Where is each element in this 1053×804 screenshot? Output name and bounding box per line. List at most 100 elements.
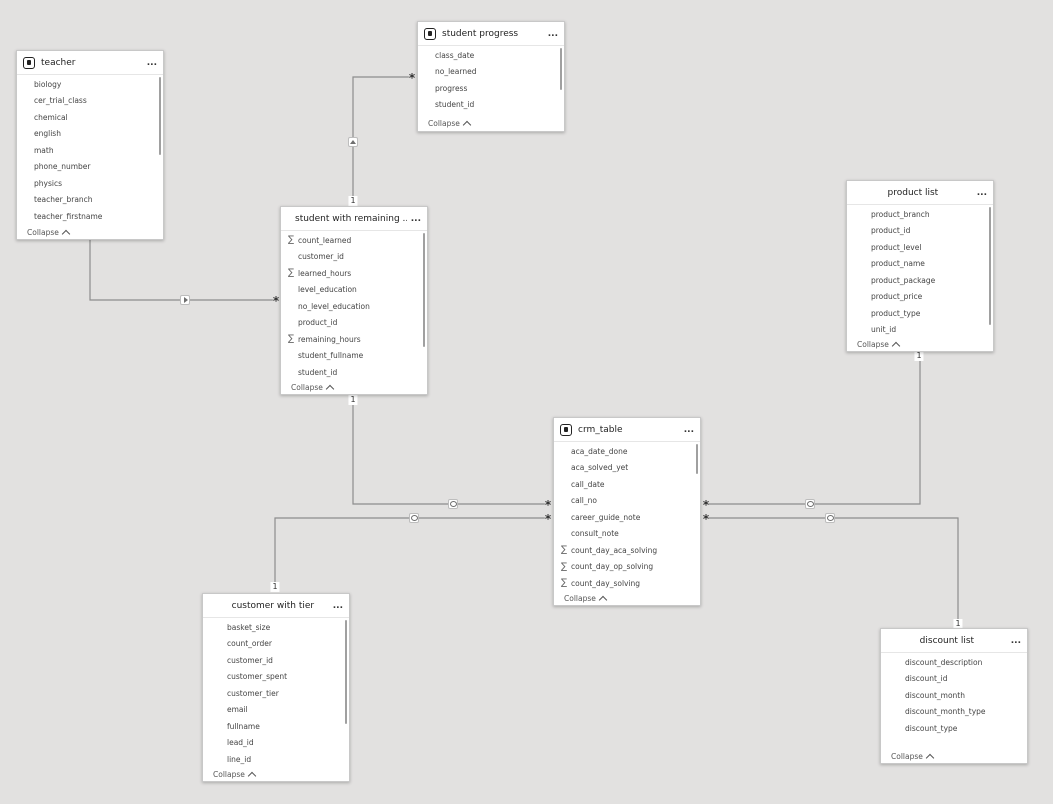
more-options-icon[interactable]: ... bbox=[332, 600, 343, 611]
field-row[interactable]: discount_id bbox=[897, 671, 1027, 688]
field-row[interactable]: customer_tier bbox=[219, 685, 349, 702]
more-options-icon[interactable]: ... bbox=[410, 213, 421, 224]
field-row[interactable]: basket_size bbox=[219, 619, 349, 636]
collapse-button[interactable]: Collapse bbox=[554, 590, 700, 606]
bidirectional-filter-icon[interactable] bbox=[805, 499, 815, 509]
field-row[interactable]: ∑remaining_hours bbox=[286, 331, 427, 348]
field-row[interactable]: line_id bbox=[219, 751, 349, 766]
field-row[interactable]: call_no bbox=[559, 493, 700, 510]
table-header[interactable]: student with remaining ... ... bbox=[281, 207, 427, 231]
field-row[interactable]: call_date bbox=[559, 476, 700, 493]
field-row[interactable]: lead_id bbox=[219, 735, 349, 752]
field-row[interactable]: count_order bbox=[219, 636, 349, 653]
field-row[interactable]: student_id bbox=[286, 364, 427, 379]
table-header[interactable]: discount list ... bbox=[881, 629, 1027, 653]
field-row[interactable]: progress bbox=[427, 80, 564, 97]
more-options-icon[interactable]: ... bbox=[146, 57, 157, 68]
field-row[interactable]: discount_type bbox=[897, 720, 1027, 737]
field-row[interactable]: no_level_education bbox=[286, 298, 427, 315]
more-options-icon[interactable]: ... bbox=[976, 187, 987, 198]
field-row[interactable]: product_id bbox=[286, 315, 427, 332]
field-row[interactable]: unit_id bbox=[863, 322, 993, 337]
filter-direction-arrow-icon[interactable] bbox=[348, 137, 358, 147]
filter-direction-arrow-icon[interactable] bbox=[180, 295, 190, 305]
scrollbar[interactable] bbox=[159, 77, 161, 155]
field-row[interactable]: product_level bbox=[863, 239, 993, 256]
field-row[interactable]: customer_id bbox=[219, 652, 349, 669]
field-row[interactable]: career_guide_note bbox=[559, 509, 700, 526]
collapse-button[interactable]: Collapse bbox=[281, 379, 427, 395]
scrollbar[interactable] bbox=[345, 620, 347, 724]
field-row[interactable]: product_type bbox=[863, 305, 993, 322]
field-row[interactable]: product_branch bbox=[863, 206, 993, 223]
field-row[interactable]: chemical bbox=[26, 109, 163, 126]
collapse-button[interactable]: Collapse bbox=[881, 748, 1027, 764]
field-row[interactable]: ∑count_learned bbox=[286, 232, 427, 249]
field-row[interactable]: email bbox=[219, 702, 349, 719]
field-row[interactable]: ∑learned_hours bbox=[286, 265, 427, 282]
scrollbar[interactable] bbox=[423, 233, 425, 347]
collapse-button[interactable]: Collapse bbox=[17, 224, 163, 240]
collapse-button[interactable]: Collapse bbox=[418, 115, 564, 131]
table-header[interactable]: student progress ... bbox=[418, 22, 564, 46]
field-row[interactable]: product_name bbox=[863, 256, 993, 273]
table-header[interactable]: crm_table ... bbox=[554, 418, 700, 442]
more-options-icon[interactable]: ... bbox=[1010, 635, 1021, 646]
field-row[interactable]: aca_solved_yet bbox=[559, 460, 700, 477]
field-row[interactable]: class_date bbox=[427, 47, 564, 64]
field-row[interactable]: physics bbox=[26, 175, 163, 192]
scrollbar[interactable] bbox=[560, 48, 562, 90]
field-row[interactable]: product_package bbox=[863, 272, 993, 289]
field-row[interactable]: product_price bbox=[863, 289, 993, 306]
scrollbar[interactable] bbox=[989, 207, 991, 325]
field-row[interactable]: cer_trial_class bbox=[26, 93, 163, 110]
field-row[interactable]: fullname bbox=[219, 718, 349, 735]
collapse-button[interactable]: Collapse bbox=[203, 766, 349, 782]
field-row[interactable]: student_fullname bbox=[286, 348, 427, 365]
collapse-button[interactable]: Collapse bbox=[847, 336, 993, 352]
field-row[interactable]: aca_date_done bbox=[559, 443, 700, 460]
field-row[interactable]: discount_month bbox=[897, 687, 1027, 704]
field-row[interactable]: consult_note bbox=[559, 526, 700, 543]
field-row[interactable]: teacher_branch bbox=[26, 192, 163, 209]
table-card-student-with-remaining[interactable]: student with remaining ... ... ∑count_le… bbox=[280, 206, 428, 395]
scrollbar[interactable] bbox=[696, 444, 698, 474]
more-options-icon[interactable]: ... bbox=[547, 28, 558, 39]
field-row[interactable]: ∑count_day_solving bbox=[559, 575, 700, 590]
field-row[interactable]: math bbox=[26, 142, 163, 159]
bidirectional-filter-icon[interactable] bbox=[409, 513, 419, 523]
table-header[interactable]: teacher ... bbox=[17, 51, 163, 75]
field-row[interactable]: ∑count_day_op_solving bbox=[559, 559, 700, 576]
field-row[interactable]: phone_number bbox=[26, 159, 163, 176]
field-row[interactable]: customer_spent bbox=[219, 669, 349, 686]
bidirectional-filter-icon[interactable] bbox=[825, 513, 835, 523]
field-row[interactable]: discount_month_type bbox=[897, 704, 1027, 721]
field-row[interactable]: student_id bbox=[427, 97, 564, 114]
field-row[interactable]: english bbox=[26, 126, 163, 143]
field-row[interactable]: level_education bbox=[286, 282, 427, 299]
field-row[interactable]: discount_description bbox=[897, 654, 1027, 671]
field-row[interactable]: product_id bbox=[863, 223, 993, 240]
field-row[interactable]: teacher_firstname bbox=[26, 208, 163, 224]
field-row[interactable]: biology bbox=[26, 76, 163, 93]
table-header[interactable]: product list ... bbox=[847, 181, 993, 205]
field-row[interactable]: ∑count_day_aca_solving bbox=[559, 542, 700, 559]
table-header[interactable]: customer with tier ... bbox=[203, 594, 349, 618]
field-row[interactable]: no_learned bbox=[427, 64, 564, 81]
more-options-icon[interactable]: ... bbox=[683, 424, 694, 435]
field-row[interactable]: customer_id bbox=[286, 249, 427, 266]
